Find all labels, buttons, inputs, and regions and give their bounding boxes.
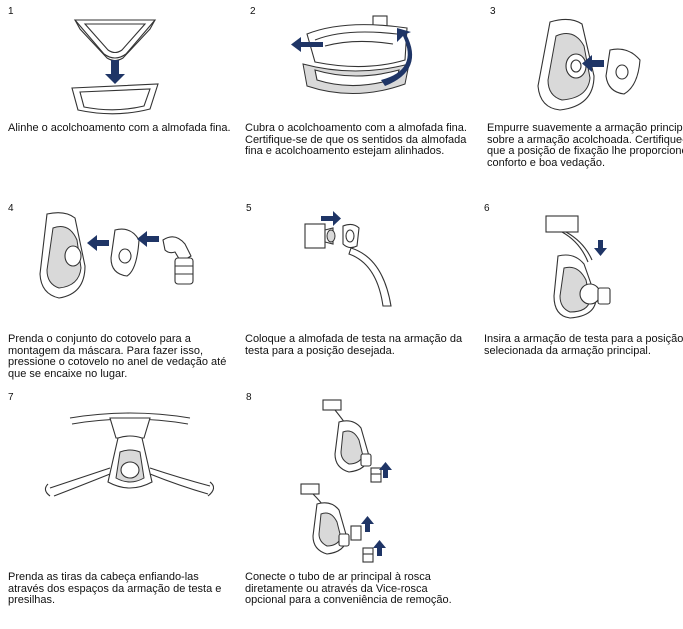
- air-tube-connect-illustration: [295, 398, 425, 568]
- step-number: 6: [484, 203, 490, 215]
- main-frame-attach-illustration: [530, 16, 650, 116]
- step-caption: Coloque a almofada de testa na armação d…: [245, 334, 470, 357]
- step-number: 5: [246, 203, 252, 215]
- forehead-pad-illustration: [295, 208, 415, 308]
- step-caption: Insira a armação de testa para a posição…: [484, 334, 683, 357]
- elbow-attach-illustration: [35, 210, 205, 300]
- step-caption: Cubra o acolchoamento com a almofada fin…: [245, 123, 470, 158]
- step-caption: Prenda o conjunto do cotovelo para a mon…: [8, 334, 233, 380]
- headgear-illustration: [40, 408, 220, 503]
- step-caption: Empurre suavemente a armação principal s…: [487, 123, 683, 169]
- step-number: 8: [246, 392, 252, 404]
- step-caption: Alinhe o acolchoamento com a almofada fi…: [8, 123, 233, 135]
- step-number: 2: [250, 6, 256, 18]
- cushion-alignment-illustration: [60, 14, 170, 119]
- step-number: 3: [490, 6, 496, 18]
- step-caption: Conecte o tubo de ar principal à rosca d…: [245, 572, 470, 607]
- step-number: 4: [8, 203, 14, 215]
- step-number: 1: [8, 6, 14, 18]
- cushion-cover-illustration: [285, 14, 425, 109]
- step-caption: Prenda as tiras da cabeça enfiando-las a…: [8, 572, 233, 607]
- forehead-frame-insert-illustration: [540, 212, 630, 322]
- step-number: 7: [8, 392, 14, 404]
